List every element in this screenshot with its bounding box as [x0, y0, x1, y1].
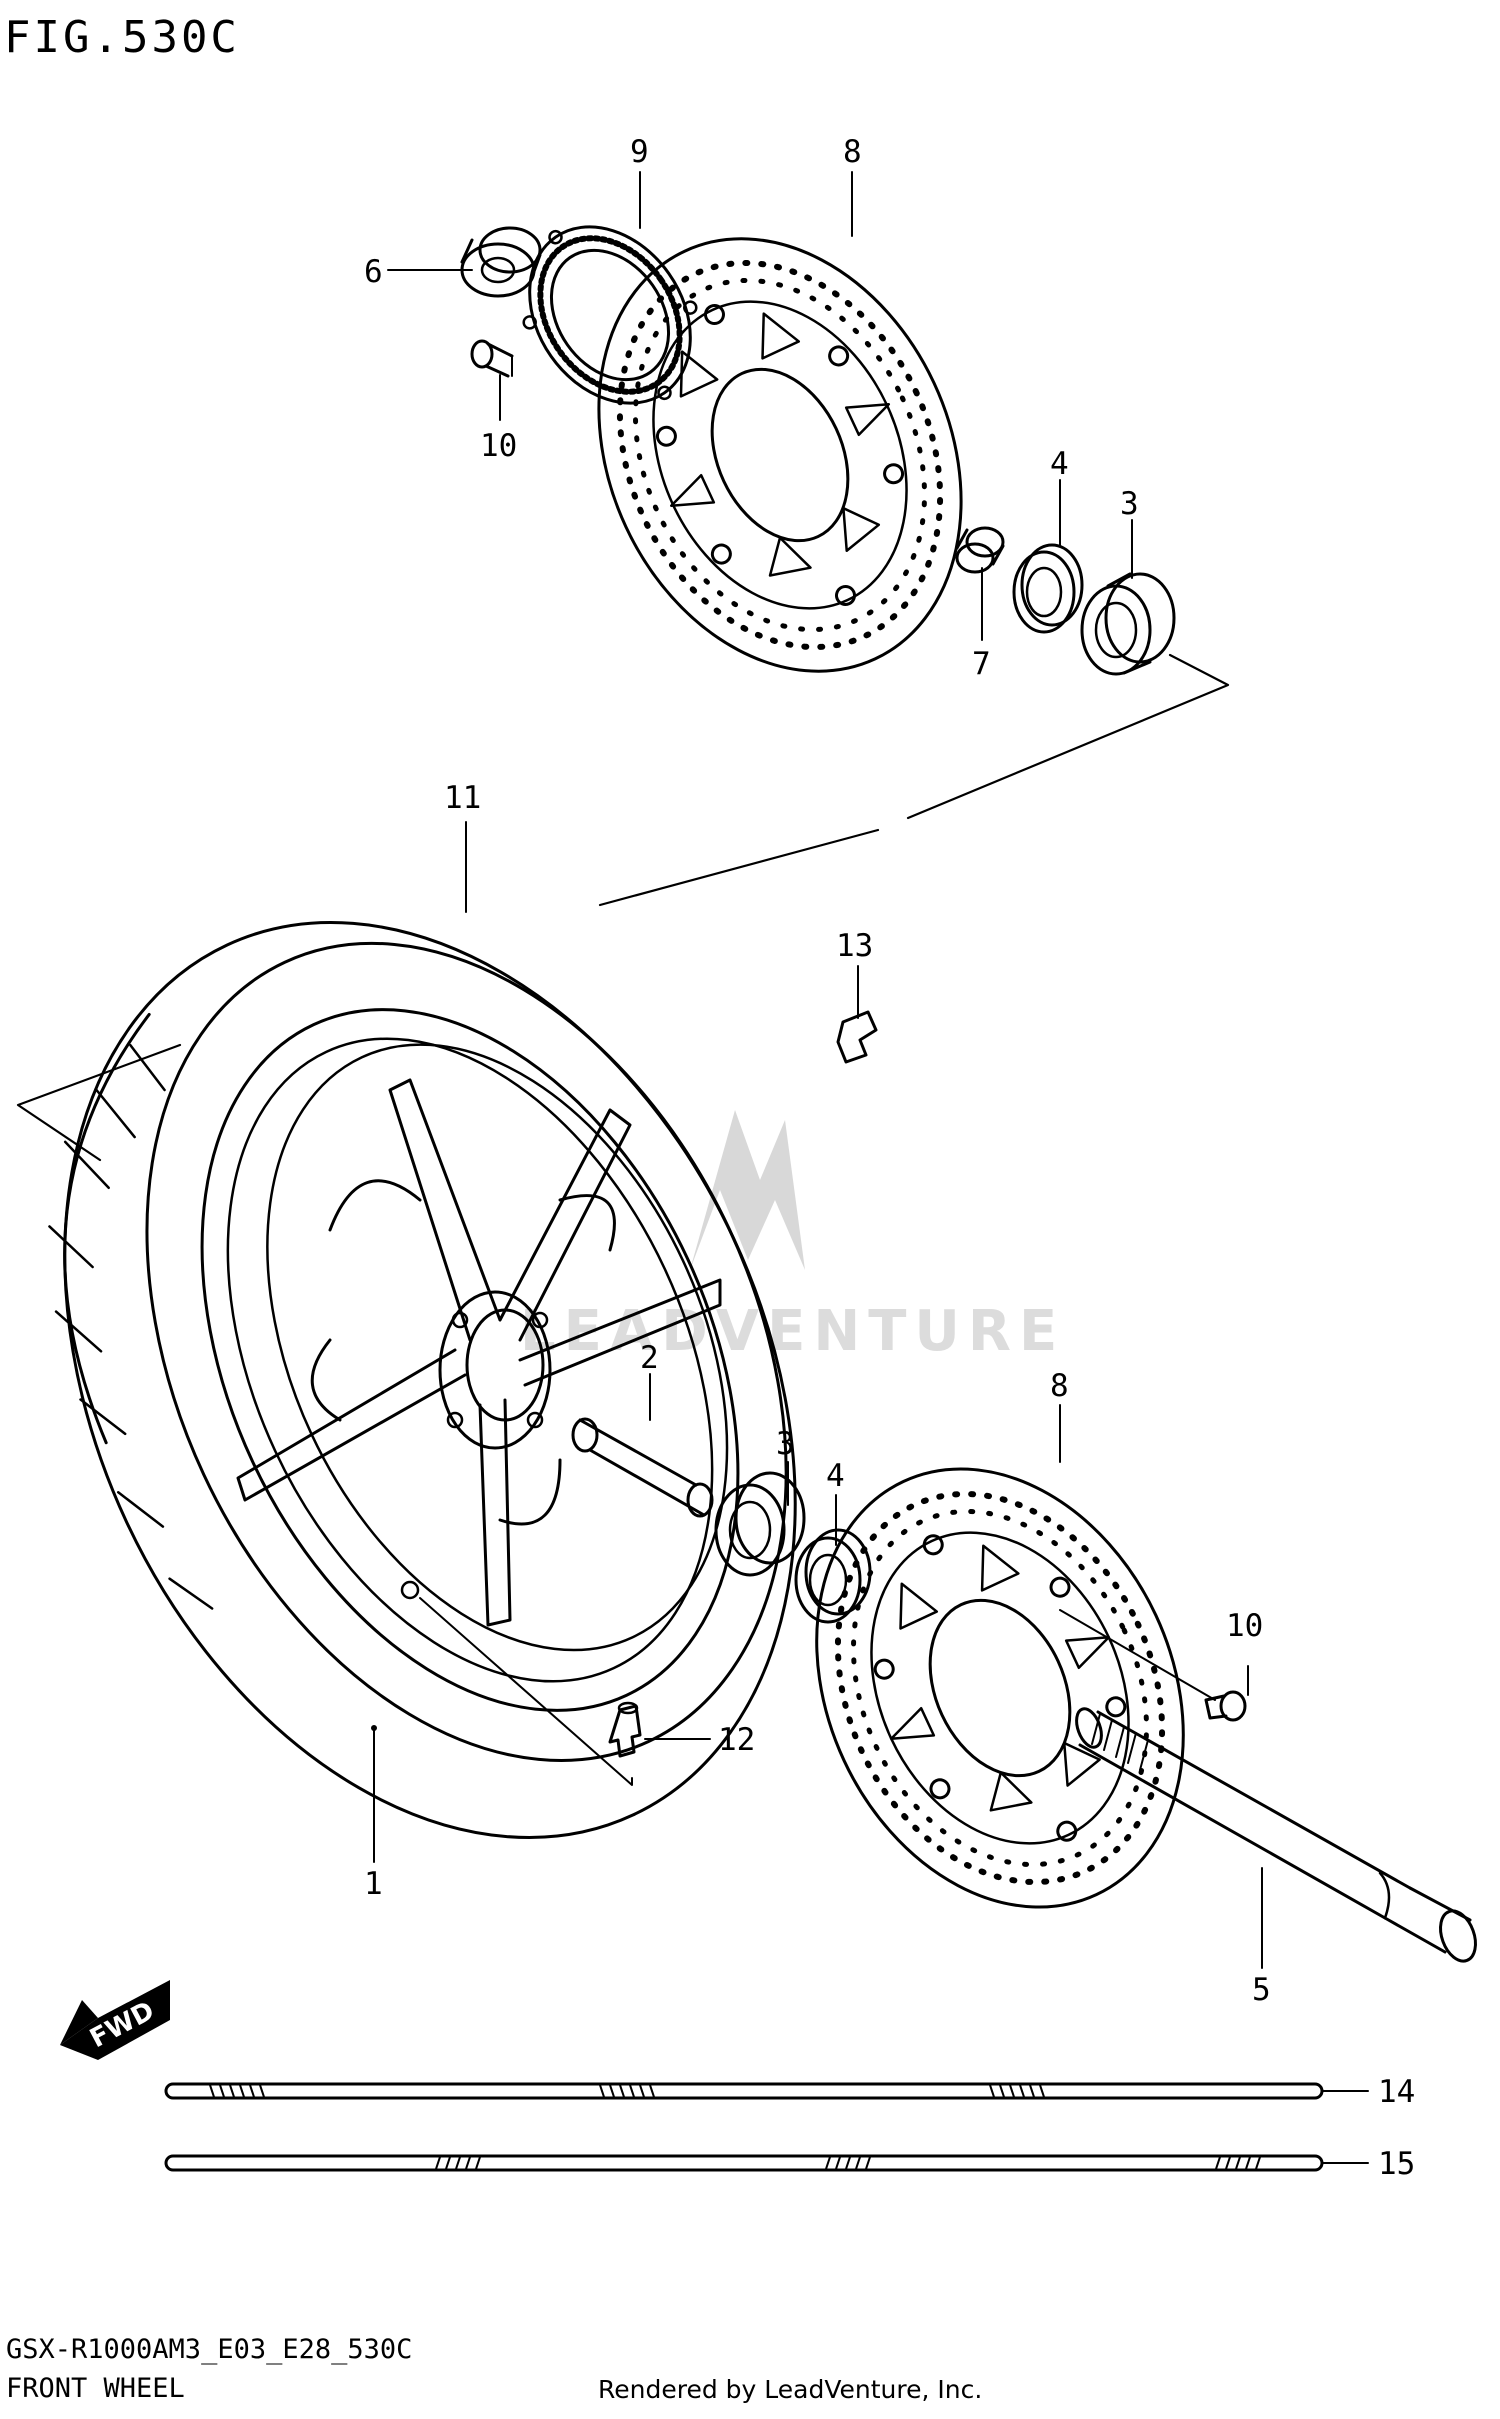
part-oil-seal-top: [1012, 543, 1084, 634]
part-spacer-tube: [571, 1417, 714, 1518]
callout-4-bottom: 4: [826, 1458, 845, 1494]
callout-8-bottom: 8: [1050, 1368, 1069, 1404]
callout-5: 5: [1252, 1972, 1271, 2008]
part-bearing-top: [1080, 572, 1176, 676]
callout-9: 9: [630, 134, 649, 170]
callout-4-top: 4: [1050, 446, 1069, 482]
part-bolt-top: [470, 339, 514, 378]
part-balance-weight: [836, 1010, 878, 1064]
watermark: LEADVENTURE: [520, 1110, 1065, 1364]
section-name: FRONT WHEEL: [6, 2373, 185, 2404]
forward-direction-badge: FWD: [60, 1980, 170, 2060]
callout-15: 15: [1378, 2146, 1415, 2182]
part-spacer: [955, 526, 1005, 574]
callout-12: 12: [718, 1722, 755, 1758]
callout-6: 6: [364, 254, 383, 290]
callout-11: 11: [444, 780, 481, 816]
watermark-text: LEADVENTURE: [520, 1299, 1065, 1364]
part-wheel-spokes: [236, 1078, 722, 1627]
callout-1: 1: [364, 1866, 383, 1902]
part-tire-valve: [608, 1701, 642, 1758]
part-collar: [460, 226, 542, 298]
callout-3-top: 3: [1120, 486, 1139, 522]
callout-13: 13: [836, 928, 873, 964]
callout-2: 2: [640, 1340, 659, 1376]
figure-title: FIG.530C: [4, 12, 240, 63]
part-wheel-hub: [400, 1290, 552, 1600]
part-front-axle: [1075, 1707, 1477, 1963]
watermark-mountain-logo: [690, 1110, 805, 1270]
callout-7: 7: [972, 646, 991, 682]
part-tire: [48, 921, 797, 1839]
callout-8-top: 8: [843, 134, 862, 170]
callout-10-top: 10: [480, 428, 517, 464]
part-brake-disc-bottom: [815, 1467, 1185, 1909]
callout-14: 14: [1378, 2074, 1415, 2110]
callout-numbers: 6 9 10 8 4 3 7 11 13 2 3 4 8 10 12 1 5 1…: [364, 134, 1415, 2182]
part-rim-tape-15: [164, 2154, 1369, 2172]
part-bolt-bottom: [1204, 1690, 1247, 1722]
callout-leaders: [371, 171, 1263, 1969]
part-bearing-bottom: [714, 1471, 806, 1577]
part-rim-tape-14: [164, 2082, 1369, 2100]
part-brake-disc-top: [597, 237, 963, 673]
part-abs-sensor-ring: [522, 225, 698, 405]
assembly-guide-lines: [16, 653, 1230, 1162]
callout-3-bottom: 3: [776, 1426, 795, 1462]
callout-10-bottom: 10: [1226, 1608, 1263, 1644]
model-code: GSX-R1000AM3_E03_E28_530C: [6, 2334, 412, 2365]
rendered-by-credit: Rendered by LeadVenture, Inc.: [598, 2375, 982, 2404]
